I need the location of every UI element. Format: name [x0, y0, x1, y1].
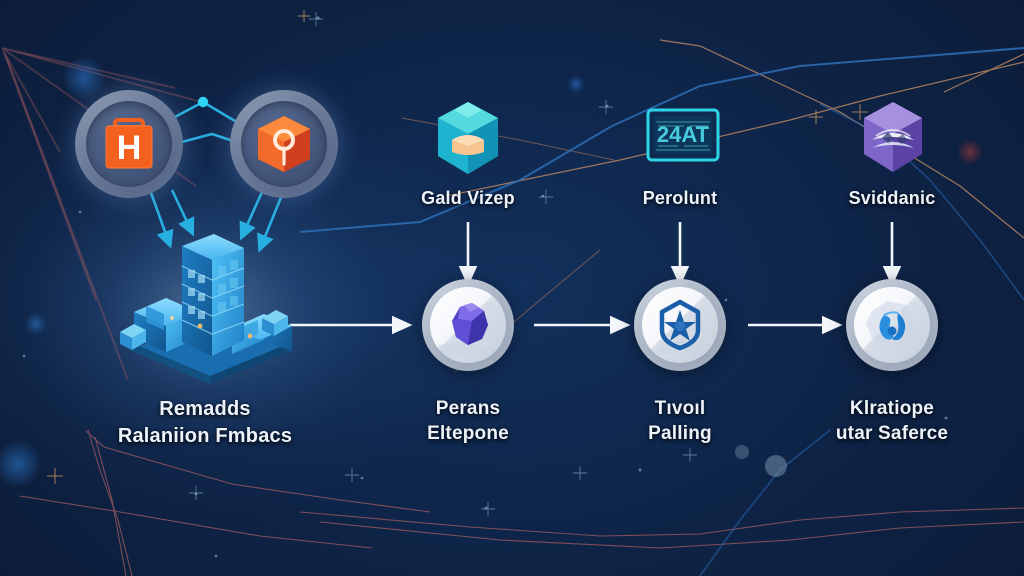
top-icon-purple-crystal[interactable] — [856, 96, 930, 182]
location-pin-cube-icon — [258, 116, 310, 172]
top-stage-2-label: Perolunt — [642, 188, 718, 208]
top-stage-3-label: Sviddanic — [848, 188, 936, 208]
pipeline-stage-3[interactable] — [846, 279, 938, 371]
source-node-hospital[interactable]: H — [75, 90, 183, 198]
hospital-glyph: H — [117, 129, 142, 167]
blue-swirl-leaf-icon — [866, 301, 916, 349]
source-node-hospital-inner: H — [86, 101, 172, 187]
pipeline-stage-2[interactable] — [634, 279, 726, 371]
pipeline-stage-1-label: Perans Eltepone — [427, 398, 509, 445]
source-node-location[interactable] — [230, 90, 338, 198]
hospital-bag-icon: H — [105, 118, 153, 169]
teal-cube-icon — [438, 102, 498, 174]
pipeline-stage-1[interactable] — [422, 279, 514, 371]
pipeline-stage-2-label: Tıvoıl Palling — [648, 398, 712, 445]
pipeline-stage-3-label: Klratiope utar Saferce — [835, 398, 949, 445]
isometric-datacenter-building-icon — [120, 234, 292, 384]
pipeline-stage-0-label: Remadds Ralaniion Fmbacs — [117, 398, 293, 447]
blue-shield-star-icon — [655, 299, 707, 354]
pipeline-stage-3-inner — [854, 287, 930, 363]
pipeline-stage-2-inner — [642, 287, 718, 363]
central-facility-illustration[interactable] — [112, 226, 310, 386]
cyan-display-panel-icon: 24AT — [646, 108, 720, 162]
purple-gem-polygon-icon — [438, 303, 496, 355]
purple-hex-crystal-icon — [864, 102, 922, 172]
top-icon-display-panel[interactable]: 24AT — [644, 106, 722, 168]
source-node-location-inner — [241, 101, 327, 187]
top-icon-teal-cube[interactable] — [432, 96, 504, 184]
top-stage-1-label: Gald Vizep — [421, 188, 515, 208]
pipeline-stage-1-inner — [430, 287, 506, 363]
